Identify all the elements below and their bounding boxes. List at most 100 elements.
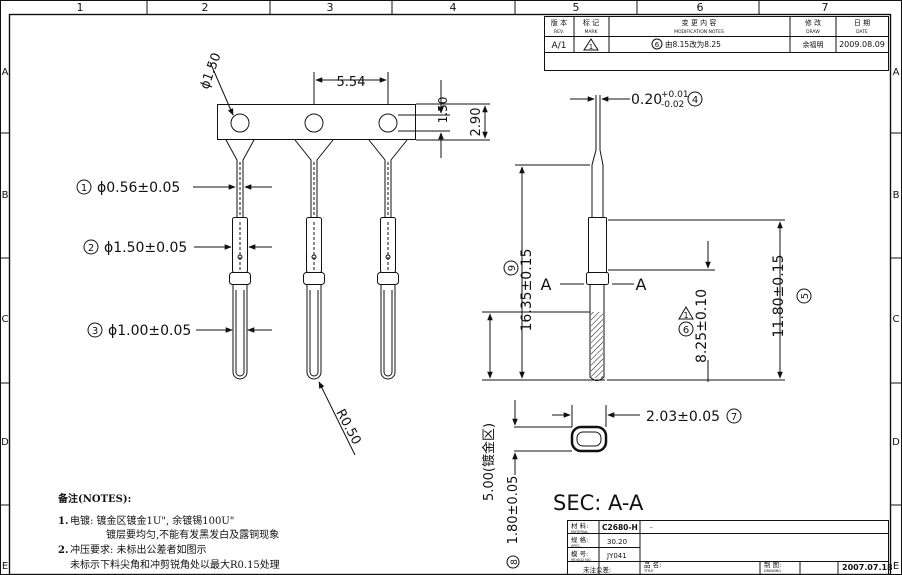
desc-header-en: MODIFICATION NOTES	[674, 29, 724, 35]
item5-circle-icon: 5	[796, 288, 812, 304]
label-825: 8.25±0.10	[694, 289, 710, 363]
row-label-a-left: A	[2, 67, 9, 78]
part-label: 品 名:	[644, 560, 661, 569]
drawn-header-en: DRAW	[806, 29, 820, 35]
col-label-4: 4	[450, 1, 457, 14]
tolerance-label: 未注公差:	[583, 565, 611, 574]
label-item1: ϕ0.56±0.05	[97, 180, 180, 196]
section-title: SEC: A-A	[553, 491, 644, 515]
item2-number: 2	[88, 243, 94, 254]
pin-1	[225, 139, 255, 380]
item1-circle-icon: 1	[76, 179, 92, 195]
drawn-header: 修 改	[805, 18, 821, 27]
col-label-3: 3	[327, 1, 334, 14]
col-label-2: 2	[202, 1, 209, 14]
item1-number: 1	[81, 183, 87, 194]
notes-title: 备注(NOTES):	[57, 492, 131, 505]
item3-circle-icon: 3	[87, 322, 103, 338]
section-view	[512, 400, 640, 475]
carrier-strip	[217, 104, 416, 140]
revision-date: 2009.08.09	[839, 40, 885, 49]
item6-number: 6	[683, 325, 689, 336]
label-203: 2.03±0.05	[646, 409, 720, 425]
part-label-en: TITLE	[643, 569, 653, 573]
label-thickness-plus: +0.01	[661, 90, 689, 100]
rev-header: 版 本	[551, 18, 567, 27]
item2-circle-icon: 2	[83, 239, 99, 255]
label-item2: ϕ1.50±0.05	[104, 240, 187, 256]
leader-r050	[318, 381, 356, 456]
row-label-a-right: A	[893, 67, 900, 78]
thickness-item-number: 4	[692, 95, 698, 106]
section-mark-a-left: A	[541, 275, 552, 294]
rev-header-en: REV.	[554, 29, 564, 35]
item6-circle-icon: 6	[678, 321, 694, 337]
material-value: C2680-H	[602, 523, 638, 532]
note-2-number: 2.	[58, 545, 68, 556]
label-1635: 16.35±0.15	[519, 249, 535, 332]
note-1b: 镀层要均匀,不能有发黑发白及露铜现象	[106, 528, 279, 541]
drawn-label-en: DRAWING	[764, 569, 781, 573]
revision-item-number: 6	[655, 41, 660, 49]
mould-value: JY041	[606, 552, 627, 560]
front-view	[193, 61, 490, 456]
pilot-hole-1	[230, 113, 250, 133]
label-290: 2.90	[469, 108, 484, 137]
item9-number: 9	[507, 265, 518, 271]
date-header: 日 期	[854, 19, 870, 27]
spec-label: 规 格:	[571, 535, 588, 544]
item8-number: 8	[510, 559, 520, 565]
note-2b: 未标示下料尖角和冲剪锐角处以最大R0.15处理	[70, 558, 280, 571]
label-thickness-minus: -0.02	[661, 100, 684, 110]
label-thickness: 0.20	[631, 92, 662, 108]
item7-number: 7	[731, 412, 737, 423]
leader-phi150	[209, 61, 234, 116]
pin-2	[294, 139, 334, 380]
grid-column-labels: 1 2 3 4 5 6 7	[77, 1, 829, 14]
thickness-item-circle-icon: 4	[687, 91, 703, 107]
row-label-d-left: D	[1, 437, 9, 448]
title-block-date: 2007.07.18	[842, 563, 893, 572]
revision-flag-825-icon: 1	[678, 306, 694, 320]
section-profile	[570, 425, 608, 453]
rev-value: A/1	[552, 41, 567, 51]
item5-number: 5	[800, 293, 811, 299]
row-label-e-left: E	[2, 561, 8, 572]
side-view-labels: 0.20 +0.01 -0.02 4 9 16.35±0.15 A A 1 6 …	[503, 90, 812, 363]
row-label-c-left: C	[2, 314, 9, 325]
front-view-labels: ϕ1.50 5.54 1.50 2.90 1 ϕ0.56±0.05 2 ϕ1.5…	[76, 51, 484, 447]
mark-header-en: MARK	[584, 29, 598, 35]
note-1: 电镀: 镀金区镀金1U", 余镀锡100U"	[70, 514, 234, 527]
label-500: 5.00(镀金区)	[481, 423, 497, 501]
row-label-b-right: B	[893, 190, 900, 201]
revision-flag-number: 1	[589, 43, 593, 51]
date-header-en: DATE	[856, 29, 868, 35]
material-label: 材 料:	[571, 521, 588, 530]
pilot-hole-2	[304, 113, 324, 133]
spec-label-en: SPEC.	[571, 544, 581, 548]
row-label-d-right: D	[892, 437, 900, 448]
mark-header: 标 记	[583, 18, 599, 27]
label-150: 1.50	[436, 97, 450, 124]
revision-drawn: 余福明	[803, 40, 824, 49]
row-label-e-right: E	[893, 561, 899, 572]
col-label-5: 5	[573, 1, 580, 14]
item8-circle-icon: 8	[506, 555, 520, 569]
item7-circle-icon: 7	[726, 408, 742, 424]
revision-table: 版 本 REV. 标 记 MARK 变 更 内 容 MODIFICATION N…	[544, 16, 889, 71]
revision-desc: 由8.15改为8.25	[665, 39, 721, 49]
material-label-en: MATERIAL	[571, 530, 588, 534]
desc-header: 变 更 内 容	[682, 18, 717, 27]
label-554: 5.54	[337, 75, 366, 90]
col-label-7: 7	[822, 1, 829, 14]
item3-number: 3	[92, 326, 98, 337]
drawn-label: 制 图:	[764, 560, 781, 569]
label-1180: 11.80±0.15	[771, 255, 787, 338]
label-item3: ϕ1.00±0.05	[108, 323, 191, 339]
title-block: 材 料: MATERIAL C2680-H - 规 格: SPEC. 30.20…	[567, 520, 893, 575]
mould-label: 模 号:	[571, 549, 588, 558]
spec-value: 30.20	[607, 538, 627, 546]
section-view-labels: 2.03±0.05 7 5.00(镀金区) 1.80±0.05 8 SEC: A…	[481, 408, 742, 569]
pilot-hole-3	[378, 113, 398, 133]
